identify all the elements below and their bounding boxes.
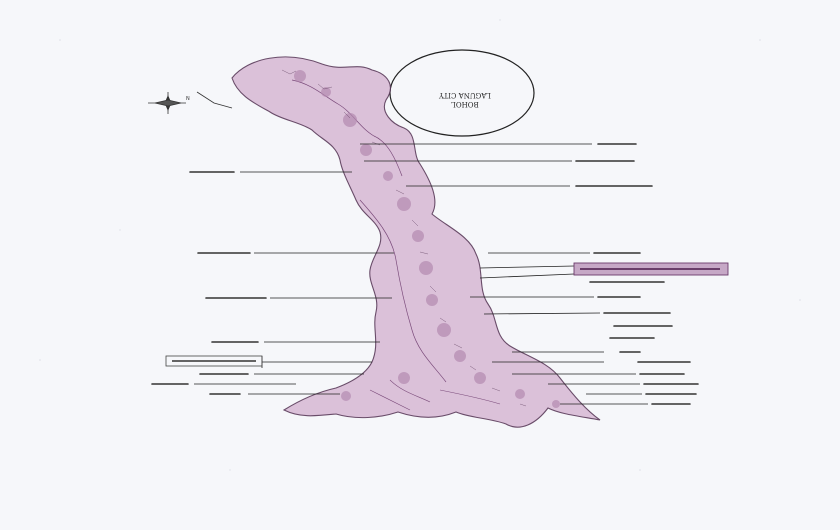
scan-noise	[39, 19, 801, 471]
compass-rose-icon: N	[148, 92, 190, 114]
svg-text:N: N	[186, 96, 190, 102]
boxed-label	[165, 355, 263, 367]
road-line	[196, 91, 233, 109]
landmass	[231, 56, 601, 428]
label-marks	[151, 143, 699, 405]
